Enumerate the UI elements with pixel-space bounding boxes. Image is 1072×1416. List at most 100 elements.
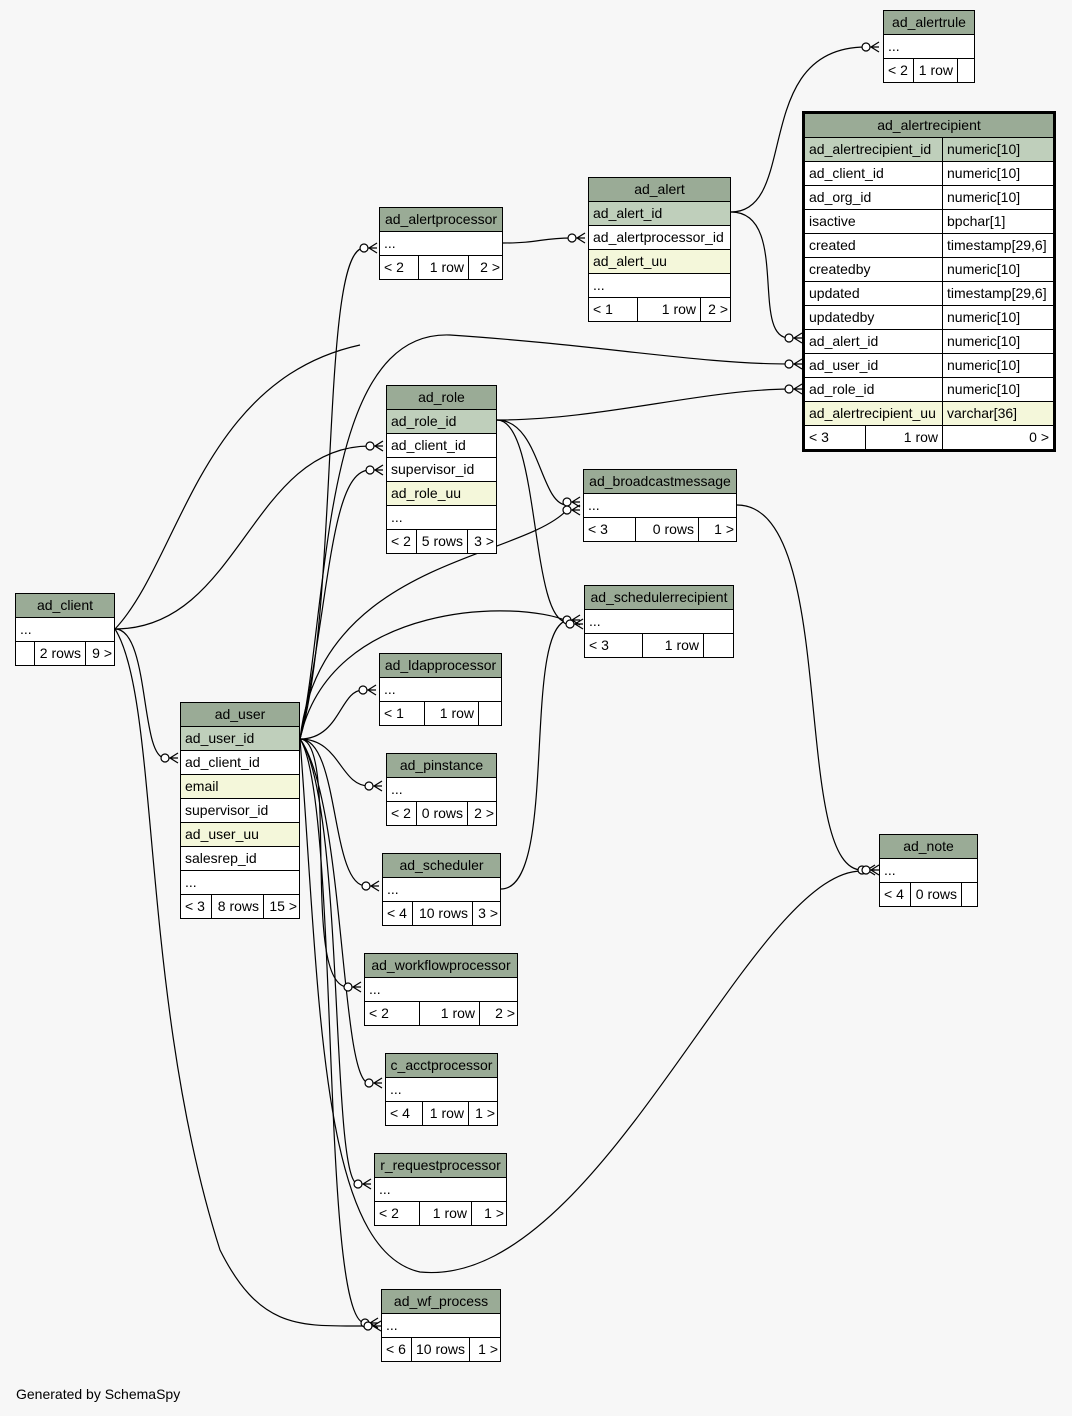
children-link[interactable] (961, 883, 979, 906)
parents-link[interactable] (16, 642, 34, 665)
zero-or-many-marker-icon (784, 333, 794, 343)
column-type: numeric[10] (942, 330, 1053, 353)
children-link[interactable]: 3 > (467, 530, 498, 553)
children-link[interactable]: 15 > (263, 895, 301, 918)
children-link[interactable]: 1 > (471, 1202, 508, 1225)
row-count: 1 row (422, 1102, 468, 1125)
table-title[interactable]: ad_ldapprocessor (380, 654, 501, 678)
parents-link[interactable]: < 2 (888, 62, 908, 78)
column-type: numeric[10] (942, 186, 1053, 209)
zero-or-many-marker-icon (784, 384, 794, 394)
parents-link[interactable]: < 2 (369, 1005, 389, 1021)
more-columns-row: ... (380, 232, 502, 256)
table-title[interactable]: c_acctprocessor (386, 1054, 497, 1078)
table-title[interactable]: ad_scheduler (383, 854, 500, 878)
edge-user-note (299, 738, 863, 1273)
children-link[interactable]: 3 > (472, 902, 502, 925)
column-name: email (185, 778, 219, 794)
column-name: ad_client_id (185, 754, 260, 770)
table-title[interactable]: ad_wf_process (382, 1290, 500, 1314)
parents-link[interactable]: < 3 (185, 898, 205, 914)
children-link[interactable]: 2 > (700, 298, 732, 321)
column-name: updated (809, 285, 860, 301)
parents-link[interactable]: < 3 (809, 429, 829, 445)
children-link[interactable]: 1 > (698, 518, 738, 541)
parents-link[interactable]: < 1 (593, 301, 613, 317)
children-link[interactable]: 9 > (85, 642, 116, 665)
parents-link[interactable]: < 2 (391, 805, 411, 821)
table-title[interactable]: ad_user (181, 703, 299, 727)
column-type: numeric[10] (942, 354, 1053, 377)
table-title[interactable]: ad_workflowprocessor (365, 954, 517, 978)
parents-link[interactable]: < 3 (589, 637, 609, 653)
table-title[interactable]: ad_broadcastmessage (584, 470, 736, 494)
crows-foot-icon (571, 504, 581, 516)
parents-link[interactable]: < 4 (884, 886, 904, 902)
children-link[interactable]: 1 > (468, 1102, 499, 1125)
parents-link[interactable]: < 3 (588, 521, 608, 537)
table-title[interactable]: ad_alertrule (884, 11, 974, 35)
table-title[interactable]: ad_role (387, 386, 496, 410)
column-name: salesrep_id (185, 850, 257, 866)
row-count: 1 row (419, 1002, 479, 1025)
table-title[interactable]: ad_schedulerrecipient (585, 586, 733, 610)
parents-link[interactable]: < 2 (391, 533, 411, 549)
children-link[interactable]: 0 > (942, 426, 1053, 449)
children-link[interactable]: 2 > (468, 256, 504, 279)
table-title[interactable]: ad_note (880, 835, 977, 859)
crows-foot-icon (574, 618, 584, 630)
column-type: numeric[10] (942, 258, 1053, 281)
crows-foot-icon (352, 981, 362, 993)
more-columns-row: ... (382, 1314, 500, 1338)
parents-link[interactable]: < 1 (384, 705, 404, 721)
children-link[interactable]: 2 > (467, 802, 498, 825)
ellipsis: ... (588, 497, 600, 513)
column-row: ad_alert_id (589, 202, 730, 226)
table-title[interactable]: ad_client (16, 594, 114, 618)
children-link[interactable]: 2 > (479, 1002, 519, 1025)
table-title[interactable]: ad_alertprocessor (380, 208, 502, 232)
column-name: ad_alert_id (593, 205, 663, 221)
crows-foot-icon (576, 232, 586, 244)
children-link[interactable] (703, 634, 735, 657)
children-link[interactable] (478, 702, 503, 725)
parents-link[interactable]: < 2 (379, 1205, 399, 1221)
edge-user-alertrecipient (299, 334, 790, 740)
column-row: supervisor_id (387, 458, 496, 482)
crows-foot-icon (870, 864, 880, 876)
parents-link[interactable]: < 4 (390, 1105, 410, 1121)
edge-client-alertrecipient (114, 344, 361, 630)
parents-link[interactable]: < 6 (386, 1341, 406, 1357)
crows-foot-icon (374, 464, 384, 476)
more-columns-row: ... (584, 494, 736, 518)
children-link[interactable]: 1 > (469, 1338, 502, 1361)
parents-link[interactable]: < 2 (384, 259, 404, 275)
children-link[interactable] (957, 59, 976, 82)
table-title[interactable]: ad_pinstance (387, 754, 496, 778)
table-title[interactable]: ad_alertrecipient (805, 114, 1053, 138)
more-columns-row: ... (375, 1178, 506, 1202)
table-title[interactable]: ad_alert (589, 178, 730, 202)
table-title[interactable]: r_requestprocessor (375, 1154, 506, 1178)
parents-link[interactable]: < 4 (387, 905, 407, 921)
